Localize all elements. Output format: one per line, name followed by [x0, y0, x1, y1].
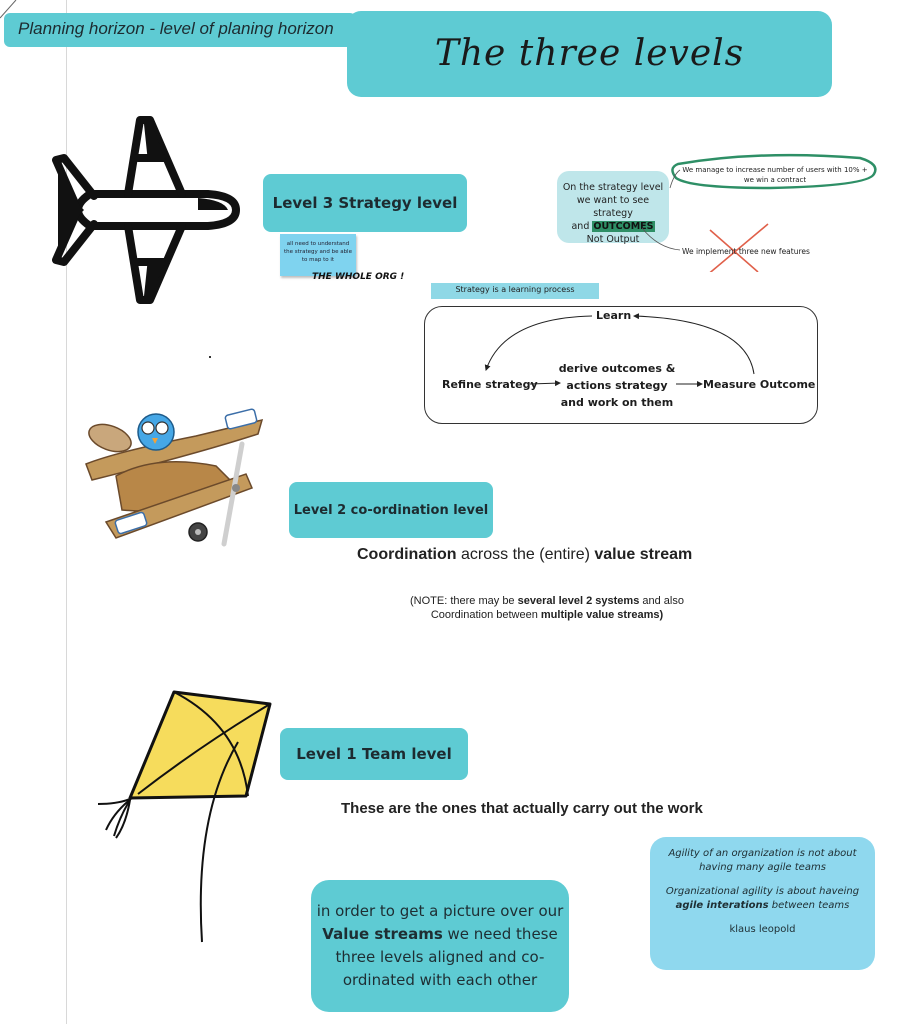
- strategy-outcomes-bubble: On the strategy level we want to see str…: [557, 171, 669, 245]
- note-text-2: and also Coordination between: [430, 595, 684, 621]
- bubble-and: and: [571, 221, 590, 232]
- quote-bold: agile interations: [675, 900, 769, 911]
- airplane-icon: [52, 116, 240, 304]
- output-example-text: We implement three new features: [682, 247, 810, 256]
- quote-box: Agility of an organization is not about …: [650, 837, 875, 970]
- corner-mark: [0, 0, 17, 19]
- coordination-heading: Coordination across the (entire) value s…: [357, 546, 692, 564]
- learning-process-tag: Strategy is a learning process: [431, 283, 599, 299]
- learning-cycle-frame: [424, 306, 818, 424]
- note-bold-1: several level 2 systems: [517, 595, 640, 607]
- quote-author: klaus leopold: [729, 924, 796, 935]
- outcomes-highlight: OUTCOMES: [592, 221, 655, 232]
- whole-org-note: THE WHOLE ORG !: [312, 272, 405, 282]
- quote-text-2: between teams: [768, 900, 850, 911]
- biplane-bird-illustration: [85, 408, 264, 547]
- picture-bold: Value streams: [322, 925, 443, 943]
- coord-bold-2: value stream: [594, 546, 693, 563]
- quote-line-1: Agility of an organization is not about …: [668, 848, 857, 873]
- cycle-learn: Learn: [596, 309, 632, 322]
- outcome-example-text: We manage to increase number of users wi…: [682, 166, 868, 184]
- level-1-box: Level 1 Team level: [280, 728, 468, 780]
- page-title: The three levels: [347, 11, 832, 97]
- team-level-heading: These are the ones that actually carry o…: [341, 800, 703, 817]
- bubble-line-1: On the strategy level we want to see str…: [562, 182, 664, 219]
- annotation-connectors: [641, 153, 877, 272]
- learning-cycle-arrows: [484, 313, 755, 387]
- quote-text-1: Organizational agility is about haveing: [665, 886, 860, 897]
- cycle-measure-outcome: Measure Outcome: [703, 378, 816, 391]
- bubble-not-output: Not Output: [586, 234, 640, 245]
- cycle-refine-strategy: Refine strategy: [442, 378, 538, 391]
- sticky-note: all need to understand the strategy and …: [280, 234, 356, 276]
- note-text-1: (NOTE: there may be: [410, 595, 518, 607]
- quote-line-2: Organizational agility is about haveing …: [658, 885, 867, 913]
- coordination-note: (NOTE: there may be several level 2 syst…: [392, 594, 702, 622]
- coord-bold-1: Coordination: [357, 546, 457, 563]
- note-bold-2: multiple value streams): [540, 609, 664, 621]
- stray-dot: [209, 356, 211, 358]
- value-streams-box: in order to get a picture over our Value…: [311, 880, 569, 1012]
- level-2-box: Level 2 co-ordination level: [289, 482, 493, 538]
- page-margin-line: [66, 0, 67, 1024]
- coord-text-1: across the (entire): [456, 546, 595, 563]
- level-3-box: Level 3 Strategy level: [263, 174, 467, 232]
- picture-text-1: in order to get a picture over our: [316, 902, 564, 920]
- picture-text-2: we need these three levels aligned and c…: [335, 925, 558, 989]
- planning-horizon-tag: Planning horizon - level of planing hori…: [4, 13, 356, 47]
- kite-icon: [97, 690, 272, 943]
- cycle-derive-outcomes: derive outcomes & actions strategy and w…: [558, 362, 676, 409]
